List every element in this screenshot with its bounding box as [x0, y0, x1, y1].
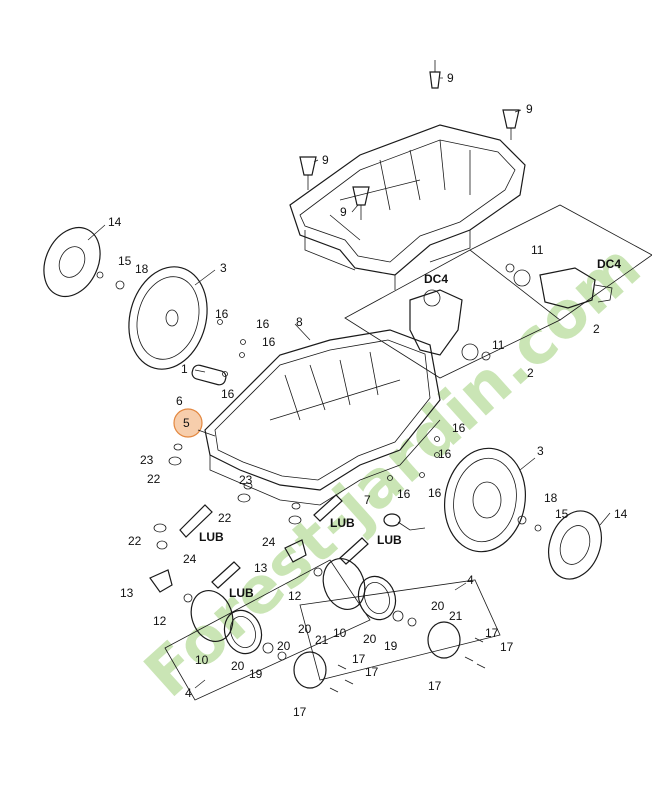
callout-1: 1 [181, 362, 188, 376]
callout-22: 22 [147, 472, 161, 486]
motor-group-frames [344, 204, 652, 379]
callout-15: 15 [118, 254, 132, 268]
callout-lub: LUB [229, 586, 254, 600]
washers-22-23 [153, 443, 302, 533]
callout-4: 4 [185, 686, 192, 700]
callout-labels: 9 9 9 9 14 15 18 3 16 16 16 8 1 16 6 5 D… [108, 71, 628, 719]
callout-9: 9 [526, 102, 533, 116]
callout-14: 14 [108, 215, 122, 229]
callout-16: 16 [262, 335, 276, 349]
callout-22: 22 [218, 511, 232, 525]
callout-5: 5 [183, 416, 190, 430]
callout-15: 15 [555, 507, 569, 521]
callout-17: 17 [485, 626, 499, 640]
callout-18: 18 [544, 491, 558, 505]
callout-23: 23 [140, 453, 154, 467]
callout-12: 12 [288, 589, 302, 603]
callout-dc4: DC4 [597, 257, 621, 271]
callout-24: 24 [262, 535, 276, 549]
motor-dc4-right [505, 263, 613, 309]
callout-2: 2 [593, 322, 600, 336]
callout-17: 17 [352, 652, 366, 666]
callout-20: 20 [231, 659, 245, 673]
callout-16: 16 [397, 487, 411, 501]
body-shell [289, 124, 526, 290]
callout-dc4: DC4 [424, 272, 448, 286]
callout-16: 16 [438, 447, 452, 461]
callout-17: 17 [365, 665, 379, 679]
lub-tube-3 [339, 537, 369, 565]
callout-20: 20 [298, 622, 312, 636]
callout-18: 18 [135, 262, 149, 276]
pivot-13-left [149, 540, 173, 593]
callout-20: 20 [277, 639, 291, 653]
leader-lines [87, 77, 611, 689]
callout-23: 23 [239, 473, 253, 487]
screws-16 [217, 319, 440, 481]
wheel-3-left [128, 266, 208, 370]
callout-14: 14 [614, 507, 628, 521]
callout-7: 7 [364, 493, 371, 507]
callout-21: 21 [449, 609, 463, 623]
washer-18-right [517, 515, 527, 525]
callout-12: 12 [153, 614, 167, 628]
callout-lub: LUB [377, 533, 402, 547]
hubcap-14-left [43, 226, 101, 298]
screw-9-top [429, 60, 441, 89]
wheel-3-right [443, 447, 527, 553]
callout-13: 13 [120, 586, 134, 600]
callout-9: 9 [322, 153, 329, 167]
callout-16: 16 [428, 486, 442, 500]
callout-11: 11 [492, 338, 505, 352]
callout-16: 16 [215, 307, 229, 321]
callout-10: 10 [195, 653, 209, 667]
screw-9-center [352, 186, 370, 220]
callout-17: 17 [293, 705, 307, 719]
callout-lub: LUB [330, 516, 355, 530]
washer-18-left [115, 280, 125, 290]
chassis-8 [204, 329, 441, 506]
callout-24: 24 [183, 552, 197, 566]
callout-6: 6 [176, 394, 183, 408]
callout-17: 17 [500, 640, 514, 654]
callout-19: 19 [384, 639, 398, 653]
callout-10: 10 [333, 626, 347, 640]
callout-9: 9 [447, 71, 454, 85]
callout-13: 13 [254, 561, 268, 575]
screws-17 [329, 637, 486, 693]
screw-15-left [96, 271, 104, 279]
callout-19: 19 [249, 667, 263, 681]
screw-9-left [299, 156, 317, 190]
lub-tube-4 [211, 561, 241, 589]
callout-20: 20 [363, 632, 377, 646]
callout-16: 16 [256, 317, 270, 331]
callout-4: 4 [467, 573, 474, 587]
callout-3: 3 [537, 444, 544, 458]
screw-15-right [534, 524, 542, 532]
lub-tube-1 [179, 504, 213, 538]
motor-dc4-left [409, 289, 491, 361]
front-wheel-group-left [164, 559, 371, 701]
callout-11: 11 [531, 243, 544, 257]
callout-3: 3 [220, 261, 227, 275]
callout-2: 2 [527, 366, 534, 380]
callout-16: 16 [452, 421, 466, 435]
hubcap-14-right [548, 510, 602, 580]
front-wheel-group-right [299, 558, 501, 681]
pivot-13-right [284, 539, 307, 563]
callout-22: 22 [128, 534, 142, 548]
callout-21: 21 [315, 633, 329, 647]
highlight-circle [173, 408, 203, 438]
lub-tube-2 [313, 494, 343, 522]
callout-16: 16 [221, 387, 235, 401]
callout-20: 20 [431, 599, 445, 613]
screw-9-right [502, 109, 520, 140]
callout-9: 9 [340, 205, 347, 219]
callout-lub: LUB [199, 530, 224, 544]
callout-8: 8 [296, 315, 303, 329]
callout-17: 17 [428, 679, 442, 693]
sensor-7 [383, 513, 426, 531]
axle-1 [191, 364, 227, 386]
